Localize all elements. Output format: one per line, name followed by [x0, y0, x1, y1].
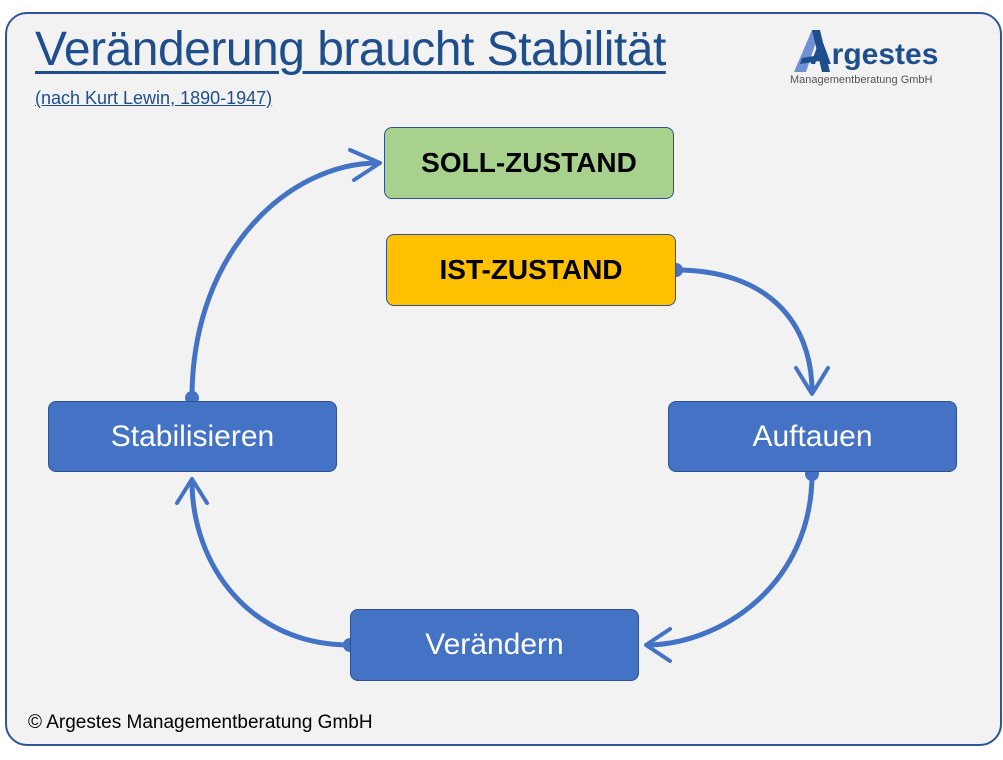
auftauen-box: Auftauen	[668, 401, 957, 472]
ist-zustand-box: IST-ZUSTAND	[386, 234, 676, 306]
logo-tagline: Managementberatung GmbH	[790, 74, 933, 86]
copyright-notice: © Argestes Managementberatung GmbH	[28, 712, 373, 733]
stabilisieren-box: Stabilisieren	[48, 401, 337, 472]
soll-zustand-label: SOLL-ZUSTAND	[421, 147, 637, 178]
veraendern-label: Verändern	[425, 628, 564, 661]
arrowhead-right	[348, 148, 382, 182]
veraendern-box: Verändern	[350, 609, 639, 681]
ist-zustand-label: IST-ZUSTAND	[439, 254, 623, 285]
stabilisieren-label: Stabilisieren	[110, 419, 275, 453]
subtitle-link[interactable]: (nach Kurt Lewin, 1890-1947)	[35, 88, 273, 108]
page-title: Veränderung braucht Stabilität	[35, 23, 666, 76]
arrow-stabilisieren-to-soll	[189, 160, 379, 399]
arrow-veraendern-to-stabilisieren	[189, 480, 351, 648]
arrowhead-left	[644, 627, 672, 663]
argestes-logo: Argestes Managementberatung GmbH	[788, 26, 938, 90]
arrow-ist-to-auftauen	[675, 267, 815, 393]
logo-word: Argestes	[810, 38, 939, 71]
arrowhead-up	[175, 477, 209, 505]
soll-zustand-box: SOLL-ZUSTAND	[384, 127, 674, 199]
arrowhead-down	[794, 366, 830, 396]
arrow-auftauen-to-veraendern	[645, 473, 815, 648]
auftauen-label: Auftauen	[752, 419, 873, 453]
logo-a-icon	[794, 30, 830, 72]
